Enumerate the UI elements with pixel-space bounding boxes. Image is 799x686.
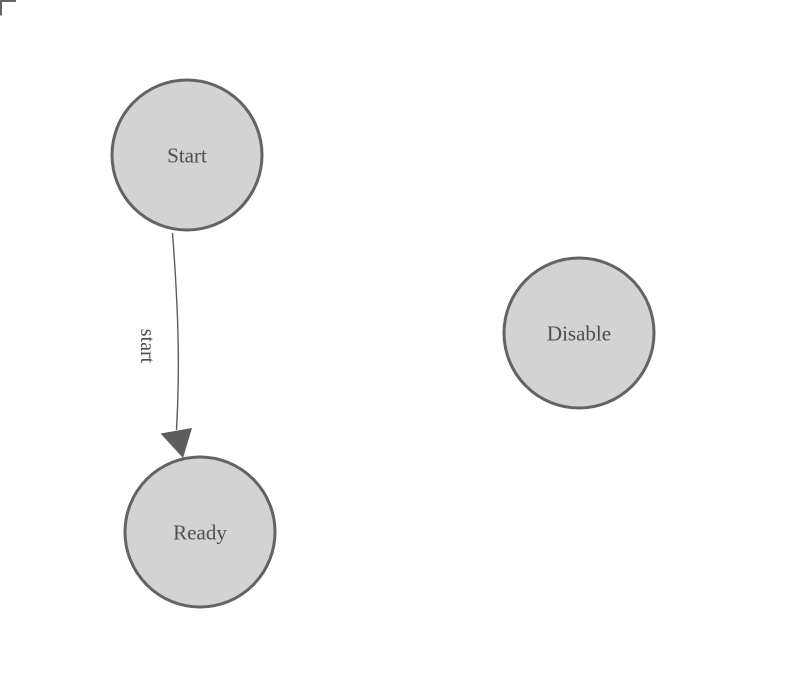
node-disable-label: Disable — [547, 321, 611, 345]
node-start-circle[interactable] — [110, 78, 264, 232]
node-ready[interactable]: Ready — [123, 455, 277, 609]
edge-label: start — [136, 329, 158, 364]
edge-path — [171, 232, 180, 431]
arrowhead-icon — [160, 428, 192, 458]
node-ready-circle[interactable] — [123, 455, 277, 609]
canvas-corner-marker-icon — [0, 0, 16, 16]
node-start-label: Start — [167, 143, 207, 167]
node-ready-label: Ready — [173, 520, 227, 544]
node-start[interactable]: Start — [110, 78, 264, 232]
node-disable-circle[interactable] — [502, 256, 656, 410]
edge-start-to-ready[interactable]: start — [136, 232, 192, 458]
edge-label-group: start — [136, 329, 158, 364]
node-disable[interactable]: Disable — [502, 256, 656, 410]
